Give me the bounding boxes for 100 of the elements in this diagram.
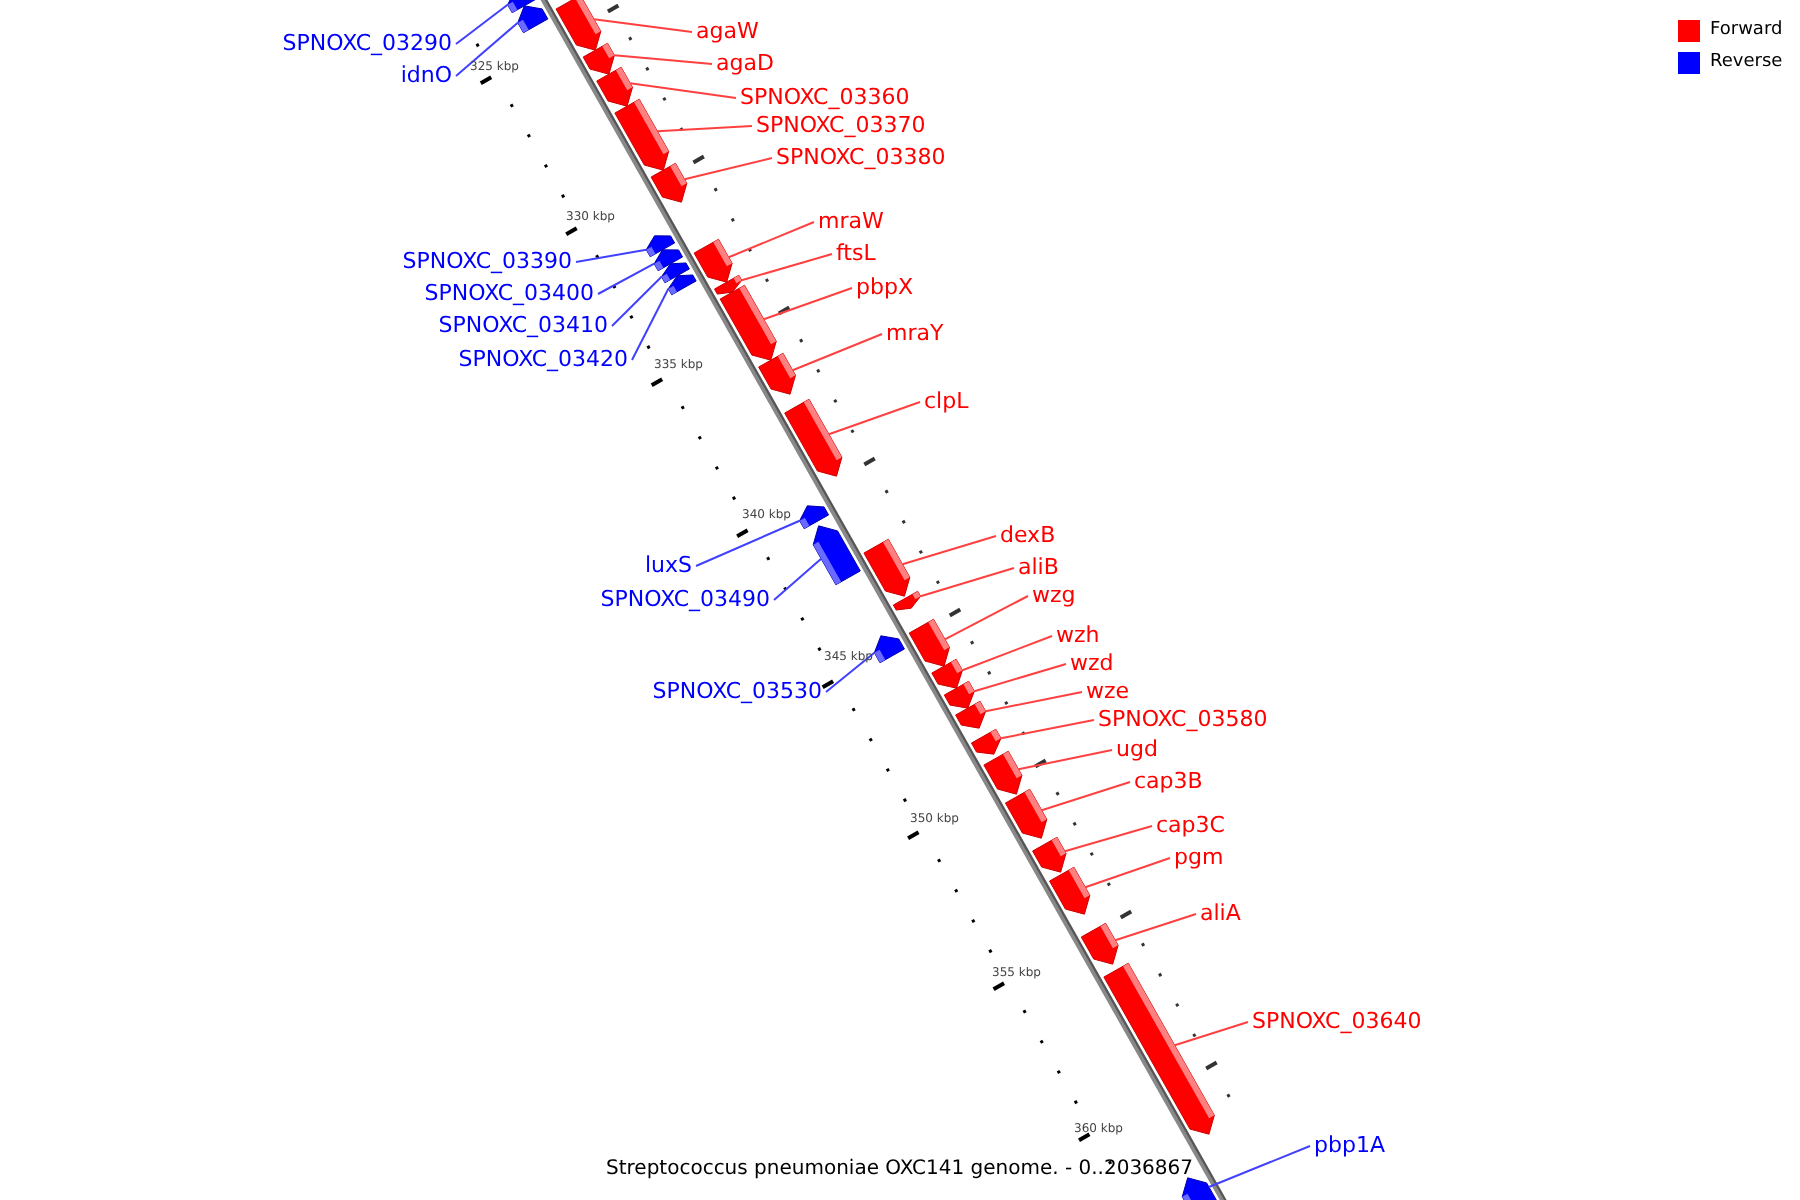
leader-line (656, 125, 753, 133)
leader-line (740, 253, 833, 282)
leader-line (593, 18, 693, 33)
gene-label: mraW (818, 208, 884, 234)
gene-label: pbpX (856, 274, 913, 300)
gene-label: clpL (924, 388, 969, 414)
gene-block (1049, 866, 1091, 915)
leader-line (984, 691, 1083, 713)
gene-block (596, 66, 633, 107)
gene-label: SPNOXC_03410 (438, 312, 608, 338)
leader-line (901, 535, 997, 566)
gene-block (582, 42, 615, 75)
leader-line (961, 635, 1053, 672)
gene-block (645, 235, 676, 258)
gene-label: SPNOXC_03390 (402, 248, 572, 274)
legend-label: Reverse (1710, 50, 1783, 76)
gene-label: luxS (644, 552, 692, 578)
leader-line (943, 595, 1029, 641)
gene-label: aliB (1018, 554, 1059, 580)
gene-block (1103, 962, 1215, 1135)
gene-block (799, 505, 830, 530)
leader-line (1084, 857, 1171, 889)
leader-line (597, 262, 656, 295)
gene-label: pbp1A (1314, 1132, 1385, 1158)
gene-label: ugd (1116, 736, 1158, 762)
gene-label: wzd (1070, 650, 1114, 676)
gene-block (983, 750, 1023, 795)
gene-block (863, 538, 911, 597)
leader-line (613, 54, 713, 65)
gene-block (908, 618, 950, 667)
gene-label: SPNOXC_03640 (1252, 1008, 1422, 1034)
caption: Streptococcus pneumoniae OXC141 genome. - 0..2036867 (606, 1156, 1194, 1182)
gene-label: cap3C (1156, 812, 1225, 838)
gene-label: wzg (1032, 582, 1076, 608)
leader-line (727, 221, 815, 259)
gene-label: wzh (1056, 622, 1100, 648)
leader-line (455, 3, 509, 45)
leader-line (919, 567, 1015, 598)
gene-label: dexB (1000, 522, 1056, 548)
leader-line (1017, 749, 1113, 771)
gene-block (661, 262, 690, 284)
gene-label: SPNOXC_03530 (652, 678, 822, 704)
legend-label: Forward (1710, 18, 1783, 44)
leader-line (683, 157, 773, 181)
gene-block (693, 238, 733, 283)
gene-label: SPNOXC_03290 (282, 30, 452, 56)
gene-label: agaD (716, 50, 774, 76)
leader-line (1063, 825, 1153, 853)
gene-block (650, 162, 688, 203)
gene-label: SPNOXC_03380 (776, 144, 946, 170)
leader-line (827, 401, 921, 436)
gene-label: pgm (1174, 844, 1224, 870)
gene-block (667, 274, 697, 296)
gene-label: wze (1086, 678, 1130, 704)
leader-line (1114, 913, 1197, 942)
gene-label: mraY (886, 320, 944, 346)
gene-label: agaW (696, 18, 759, 44)
gene-block (970, 728, 1002, 755)
gene-label: ftsL (836, 240, 876, 266)
gene-block (873, 635, 905, 664)
leader-line (575, 248, 648, 263)
leader-line (695, 519, 801, 567)
leader-line (773, 557, 823, 601)
gene-block (784, 398, 843, 477)
gene-block (812, 525, 861, 586)
leader-line (455, 21, 519, 77)
gene-block (653, 249, 684, 272)
gene-block (931, 658, 963, 689)
leader-line (825, 651, 876, 693)
gene-block (955, 700, 987, 729)
gene-block (614, 98, 670, 171)
leader-line (973, 663, 1067, 693)
gene-label: SPNOXC_03360 (740, 84, 910, 110)
gene-label: SPNOXC_03490 (600, 586, 770, 612)
gene-block (1181, 1177, 1219, 1200)
gene-label: SPNOXC_03580 (1098, 706, 1268, 732)
gene-block (1080, 922, 1119, 965)
gene-block (719, 284, 777, 361)
leader-line (1040, 781, 1131, 812)
gene-block (1032, 836, 1067, 873)
gene-label: idnO (400, 62, 452, 88)
leader-line (1207, 1145, 1311, 1188)
gene-block (758, 352, 796, 395)
leader-line (999, 719, 1095, 740)
gene-block (714, 274, 743, 295)
gene-block (555, 0, 602, 51)
gene-label: SPNOXC_03370 (756, 112, 926, 138)
leader-line (611, 275, 663, 327)
gene-block (1004, 788, 1048, 839)
gene-label: SPNOXC_03420 (458, 346, 628, 372)
gene-label: cap3B (1134, 768, 1203, 794)
gene-label: SPNOXC_03400 (424, 280, 594, 306)
leader-line (791, 333, 883, 372)
gene-label: aliA (1200, 900, 1241, 926)
leader-line (762, 287, 853, 321)
leader-line (629, 82, 737, 99)
gene-block (943, 680, 975, 709)
leader-line (631, 287, 670, 361)
gene-block (892, 590, 922, 611)
leader-line (1173, 1021, 1249, 1047)
